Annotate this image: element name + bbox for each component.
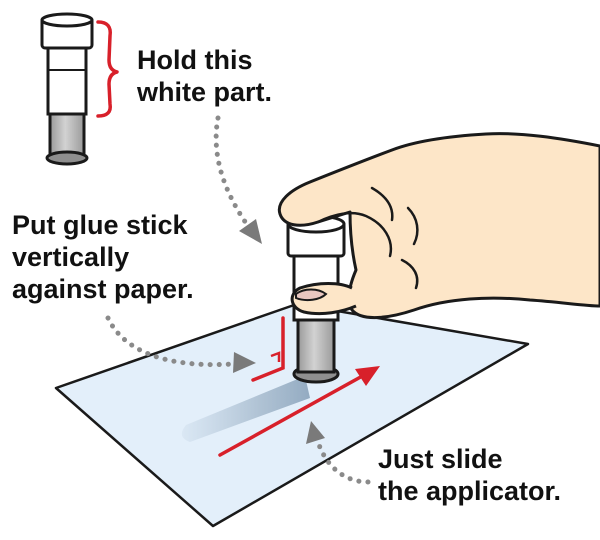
dotted-curved-arrow-icon <box>315 439 371 485</box>
put-instruction-line3: against paper. <box>12 274 194 304</box>
put-instruction-line2: vertically <box>12 242 130 272</box>
glue-stick-reference <box>40 12 94 166</box>
arrow-head-put <box>233 352 256 373</box>
dotted-curved-arrow-icon <box>213 115 251 229</box>
hold-instruction: Hold this white part. <box>137 44 272 108</box>
put-instruction: Put glue stick vertically against paper. <box>12 209 194 305</box>
hold-instruction-line2: white part. <box>137 77 273 107</box>
hand-illustration <box>277 132 600 320</box>
arrow-head-slide <box>306 421 325 444</box>
vertical-angle-icon <box>251 316 285 382</box>
slide-instruction-line1: Just slide <box>378 444 503 474</box>
hold-instruction-line1: Hold this <box>137 45 253 75</box>
slide-direction-arrow <box>218 366 380 457</box>
slide-instruction: Just slide the applicator. <box>378 443 561 507</box>
glue-trail <box>181 376 310 442</box>
dotted-curved-arrow-icon <box>105 315 235 368</box>
slide-instruction-line2: the applicator. <box>378 476 562 506</box>
arrow-head-hold <box>239 219 262 244</box>
red-curly-brace-icon <box>96 20 119 118</box>
put-instruction-line1: Put glue stick <box>12 210 188 240</box>
